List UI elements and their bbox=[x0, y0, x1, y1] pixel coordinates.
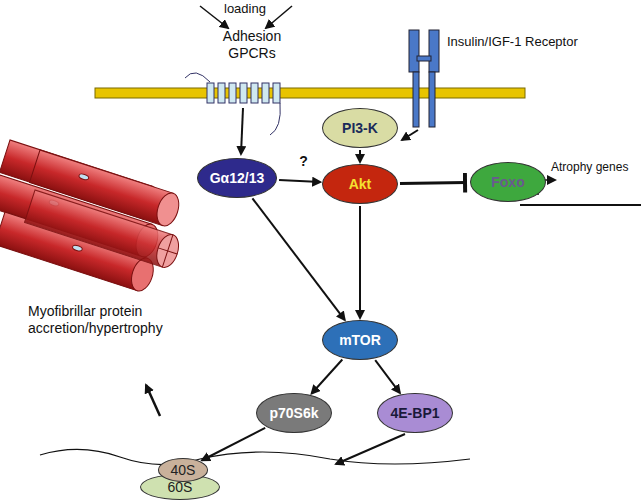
pathway-node: mTOR bbox=[322, 320, 398, 360]
annotation-label: Myofibrillar protein accretion/hypertrop… bbox=[28, 303, 223, 337]
pathway-node: Foxo bbox=[470, 162, 546, 202]
node-label: 40S bbox=[171, 462, 196, 478]
edge-label: ? bbox=[298, 153, 309, 169]
insulin-receptor-symbol bbox=[409, 30, 439, 127]
node-label: Gα12/13 bbox=[210, 170, 265, 186]
pathway-node: Akt bbox=[322, 164, 398, 204]
node-label: 4E-BP1 bbox=[390, 405, 439, 421]
node-label: mTOR bbox=[339, 332, 381, 348]
node-label: PI3-K bbox=[342, 120, 378, 136]
annotation-label: Atrophy genes bbox=[551, 160, 628, 174]
activation-connector bbox=[312, 360, 343, 394]
pathway-node: 40S bbox=[158, 458, 209, 482]
node-label: Akt bbox=[349, 176, 372, 192]
annotation-label: Insulin/IGF-1 Receptor bbox=[447, 34, 578, 50]
activation-connector bbox=[359, 150, 361, 162]
gpcr-arrow bbox=[241, 108, 243, 154]
pathway-node: p70S6k bbox=[256, 393, 331, 433]
input-arrow bbox=[200, 6, 228, 28]
activation-connector bbox=[202, 428, 265, 460]
activation-connector bbox=[279, 180, 320, 182]
input-arrow bbox=[266, 6, 292, 28]
mrna-strand bbox=[40, 449, 470, 464]
receptor-arrow bbox=[402, 130, 418, 140]
gpcr-symbol bbox=[185, 73, 280, 135]
activation-connector bbox=[375, 360, 400, 393]
cell-membrane bbox=[95, 88, 525, 98]
pathway-node: 4E-BP1 bbox=[377, 393, 452, 433]
activation-connector bbox=[252, 198, 344, 320]
pathway-node: PI3-K bbox=[322, 108, 398, 148]
annotation-label: loading bbox=[224, 1, 266, 17]
gene-line bbox=[520, 204, 641, 206]
inhibition-connector bbox=[400, 181, 466, 185]
node-label: p70S6k bbox=[269, 405, 318, 421]
myofibril-illustration bbox=[0, 140, 183, 294]
node-label: Foxo bbox=[491, 174, 524, 190]
hypertrophy-arrow bbox=[146, 385, 160, 416]
4ebp1-arrow bbox=[336, 434, 405, 464]
annotation-label: Adhesion GPCRs bbox=[212, 28, 292, 62]
activation-connector bbox=[359, 206, 361, 318]
pathway-node: Gα12/13 bbox=[197, 158, 278, 198]
